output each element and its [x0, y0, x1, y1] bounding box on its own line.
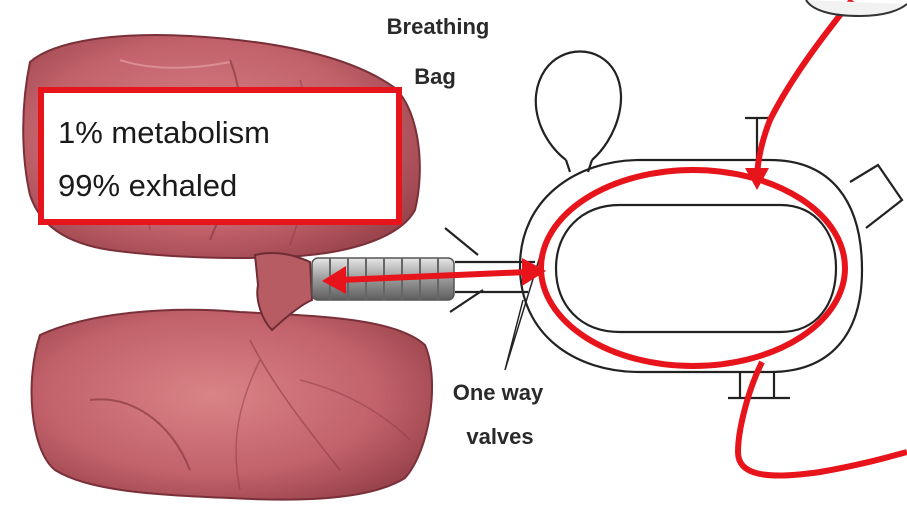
metabolism-info-box: 1% metabolism 99% exhaled: [41, 90, 399, 222]
rebreather-schematic: [445, 51, 902, 398]
breathing-bag: [536, 51, 621, 160]
valves-label-line1: One way: [453, 380, 544, 405]
gas-loop-highlight: [541, 170, 845, 366]
outer-loop-tube: [520, 160, 862, 372]
top-pointer-line: [757, 0, 852, 175]
info-line-exhaled: 99% exhaled: [58, 168, 237, 203]
breathing-bag-label-line2: Bag: [414, 64, 456, 89]
lower-lung: [32, 310, 432, 500]
bottom-fitting: [728, 372, 790, 398]
breathing-bag-label-line1: Breathing: [387, 14, 490, 39]
bottom-tube-line: [738, 362, 907, 476]
inner-loop-tube: [556, 205, 836, 332]
valve-flap-upper: [445, 228, 478, 255]
speech-bubble-fragment: [806, 0, 907, 16]
valve-flap-lower: [450, 290, 483, 312]
info-line-metabolism: 1% metabolism: [58, 115, 270, 150]
valves-label-line2: valves: [466, 424, 533, 449]
exhaust-stub: [850, 165, 902, 228]
